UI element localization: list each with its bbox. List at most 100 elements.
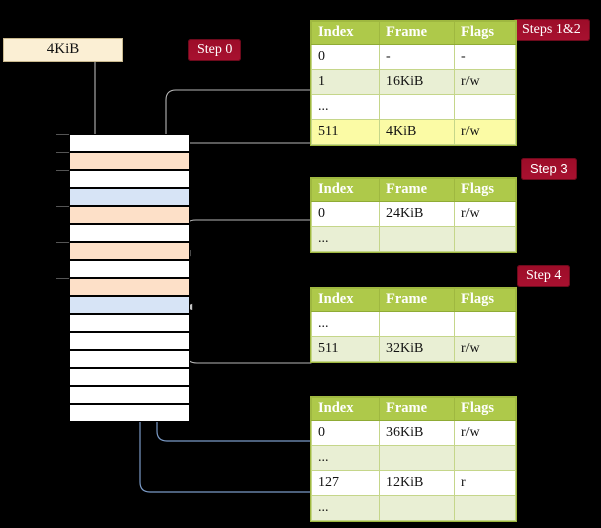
table-row: ... [311, 226, 516, 252]
cell-flags: r/w [454, 201, 516, 227]
wire-steps12-b [177, 142, 312, 232]
memory-frame-row [69, 386, 190, 404]
wire-step3 [183, 219, 312, 257]
cell-flags: - [454, 44, 516, 70]
memory-frame-row [69, 206, 190, 224]
cell-index: 0 [311, 420, 380, 446]
badge-steps-1-2: Steps 1&2 [513, 19, 590, 41]
memory-frame-row [69, 296, 190, 314]
cell-flags [454, 445, 516, 471]
cell-frame: 32KiB [379, 336, 455, 362]
memory-frame-row [69, 188, 190, 206]
memory-tick-mark [56, 134, 69, 135]
cell-flags [454, 495, 516, 521]
column-header-flags: Flags [454, 21, 516, 45]
memory-tick-mark [56, 170, 69, 171]
cell-frame [379, 311, 455, 337]
cell-flags: r/w [454, 336, 516, 362]
virtual-address-box: 4KiB [3, 38, 123, 62]
memory-frame-row [69, 332, 190, 350]
column-header-frame: Frame [379, 397, 455, 421]
cell-frame: - [379, 44, 455, 70]
memory-frame-row [69, 242, 190, 260]
physical-memory-column [69, 134, 190, 422]
memory-frame-row [69, 404, 190, 422]
virtual-address-label: 4KiB [46, 41, 80, 57]
column-header-frame: Frame [379, 288, 455, 312]
memory-frame-row [69, 314, 190, 332]
cell-flags: r/w [454, 119, 516, 145]
column-header-flags: Flags [454, 397, 516, 421]
cell-index: ... [311, 495, 380, 521]
column-header-frame: Frame [379, 178, 455, 202]
column-header-index: Index [311, 178, 380, 202]
cell-frame [379, 226, 455, 252]
cell-index: ... [311, 445, 380, 471]
cell-flags [454, 94, 516, 120]
badge-step-3-label: Step 3 [530, 161, 568, 176]
cell-frame: 16KiB [379, 69, 455, 95]
cell-index: 127 [311, 470, 380, 496]
column-header-index: Index [311, 288, 380, 312]
cell-frame: 24KiB [379, 201, 455, 227]
badge-step-0: Step 0 [188, 39, 242, 61]
cell-index: 0 [311, 44, 380, 70]
cell-frame [379, 495, 455, 521]
cell-frame [379, 445, 455, 471]
memory-tick-mark [56, 242, 69, 243]
badge-steps-1-2-label: Steps 1&2 [522, 22, 581, 37]
memory-tick-mark [56, 206, 69, 207]
wire-step4 [184, 303, 312, 364]
cell-flags: r [454, 470, 516, 496]
cell-flags: r/w [454, 420, 516, 446]
column-header-flags: Flags [454, 178, 516, 202]
cell-index: ... [311, 226, 380, 252]
cell-index: ... [311, 94, 380, 120]
table-row: ... [311, 445, 516, 471]
table-row: ... [311, 94, 516, 120]
memory-frame-row [69, 278, 190, 296]
badge-step-4: Step 4 [517, 265, 571, 287]
column-header-frame: Frame [379, 21, 455, 45]
cell-frame: 4KiB [379, 119, 455, 145]
cell-frame: 36KiB [379, 420, 455, 446]
memory-frame-row [69, 224, 190, 242]
cell-flags [454, 311, 516, 337]
cell-index: 511 [311, 119, 380, 145]
memory-tick-mark [56, 278, 69, 279]
memory-frame-row [69, 368, 190, 386]
badge-step-0-label: Step 0 [197, 42, 233, 57]
cell-index: 1 [311, 69, 380, 95]
cell-index: ... [311, 311, 380, 337]
memory-frame-row [69, 350, 190, 368]
memory-tick-mark [56, 152, 69, 153]
cell-index: 511 [311, 336, 380, 362]
cell-frame: 12KiB [379, 470, 455, 496]
table-row: ... [311, 495, 516, 521]
memory-frame-row [69, 134, 190, 152]
column-header-index: Index [311, 397, 380, 421]
memory-frame-row [69, 170, 190, 188]
cell-flags: r/w [454, 69, 516, 95]
memory-frame-row [69, 152, 190, 170]
cell-flags [454, 226, 516, 252]
cell-frame [379, 94, 455, 120]
column-header-flags: Flags [454, 288, 516, 312]
badge-step-3: Step 3 [521, 158, 577, 180]
memory-frame-row [69, 260, 190, 278]
table-row: 0-- [311, 44, 516, 70]
